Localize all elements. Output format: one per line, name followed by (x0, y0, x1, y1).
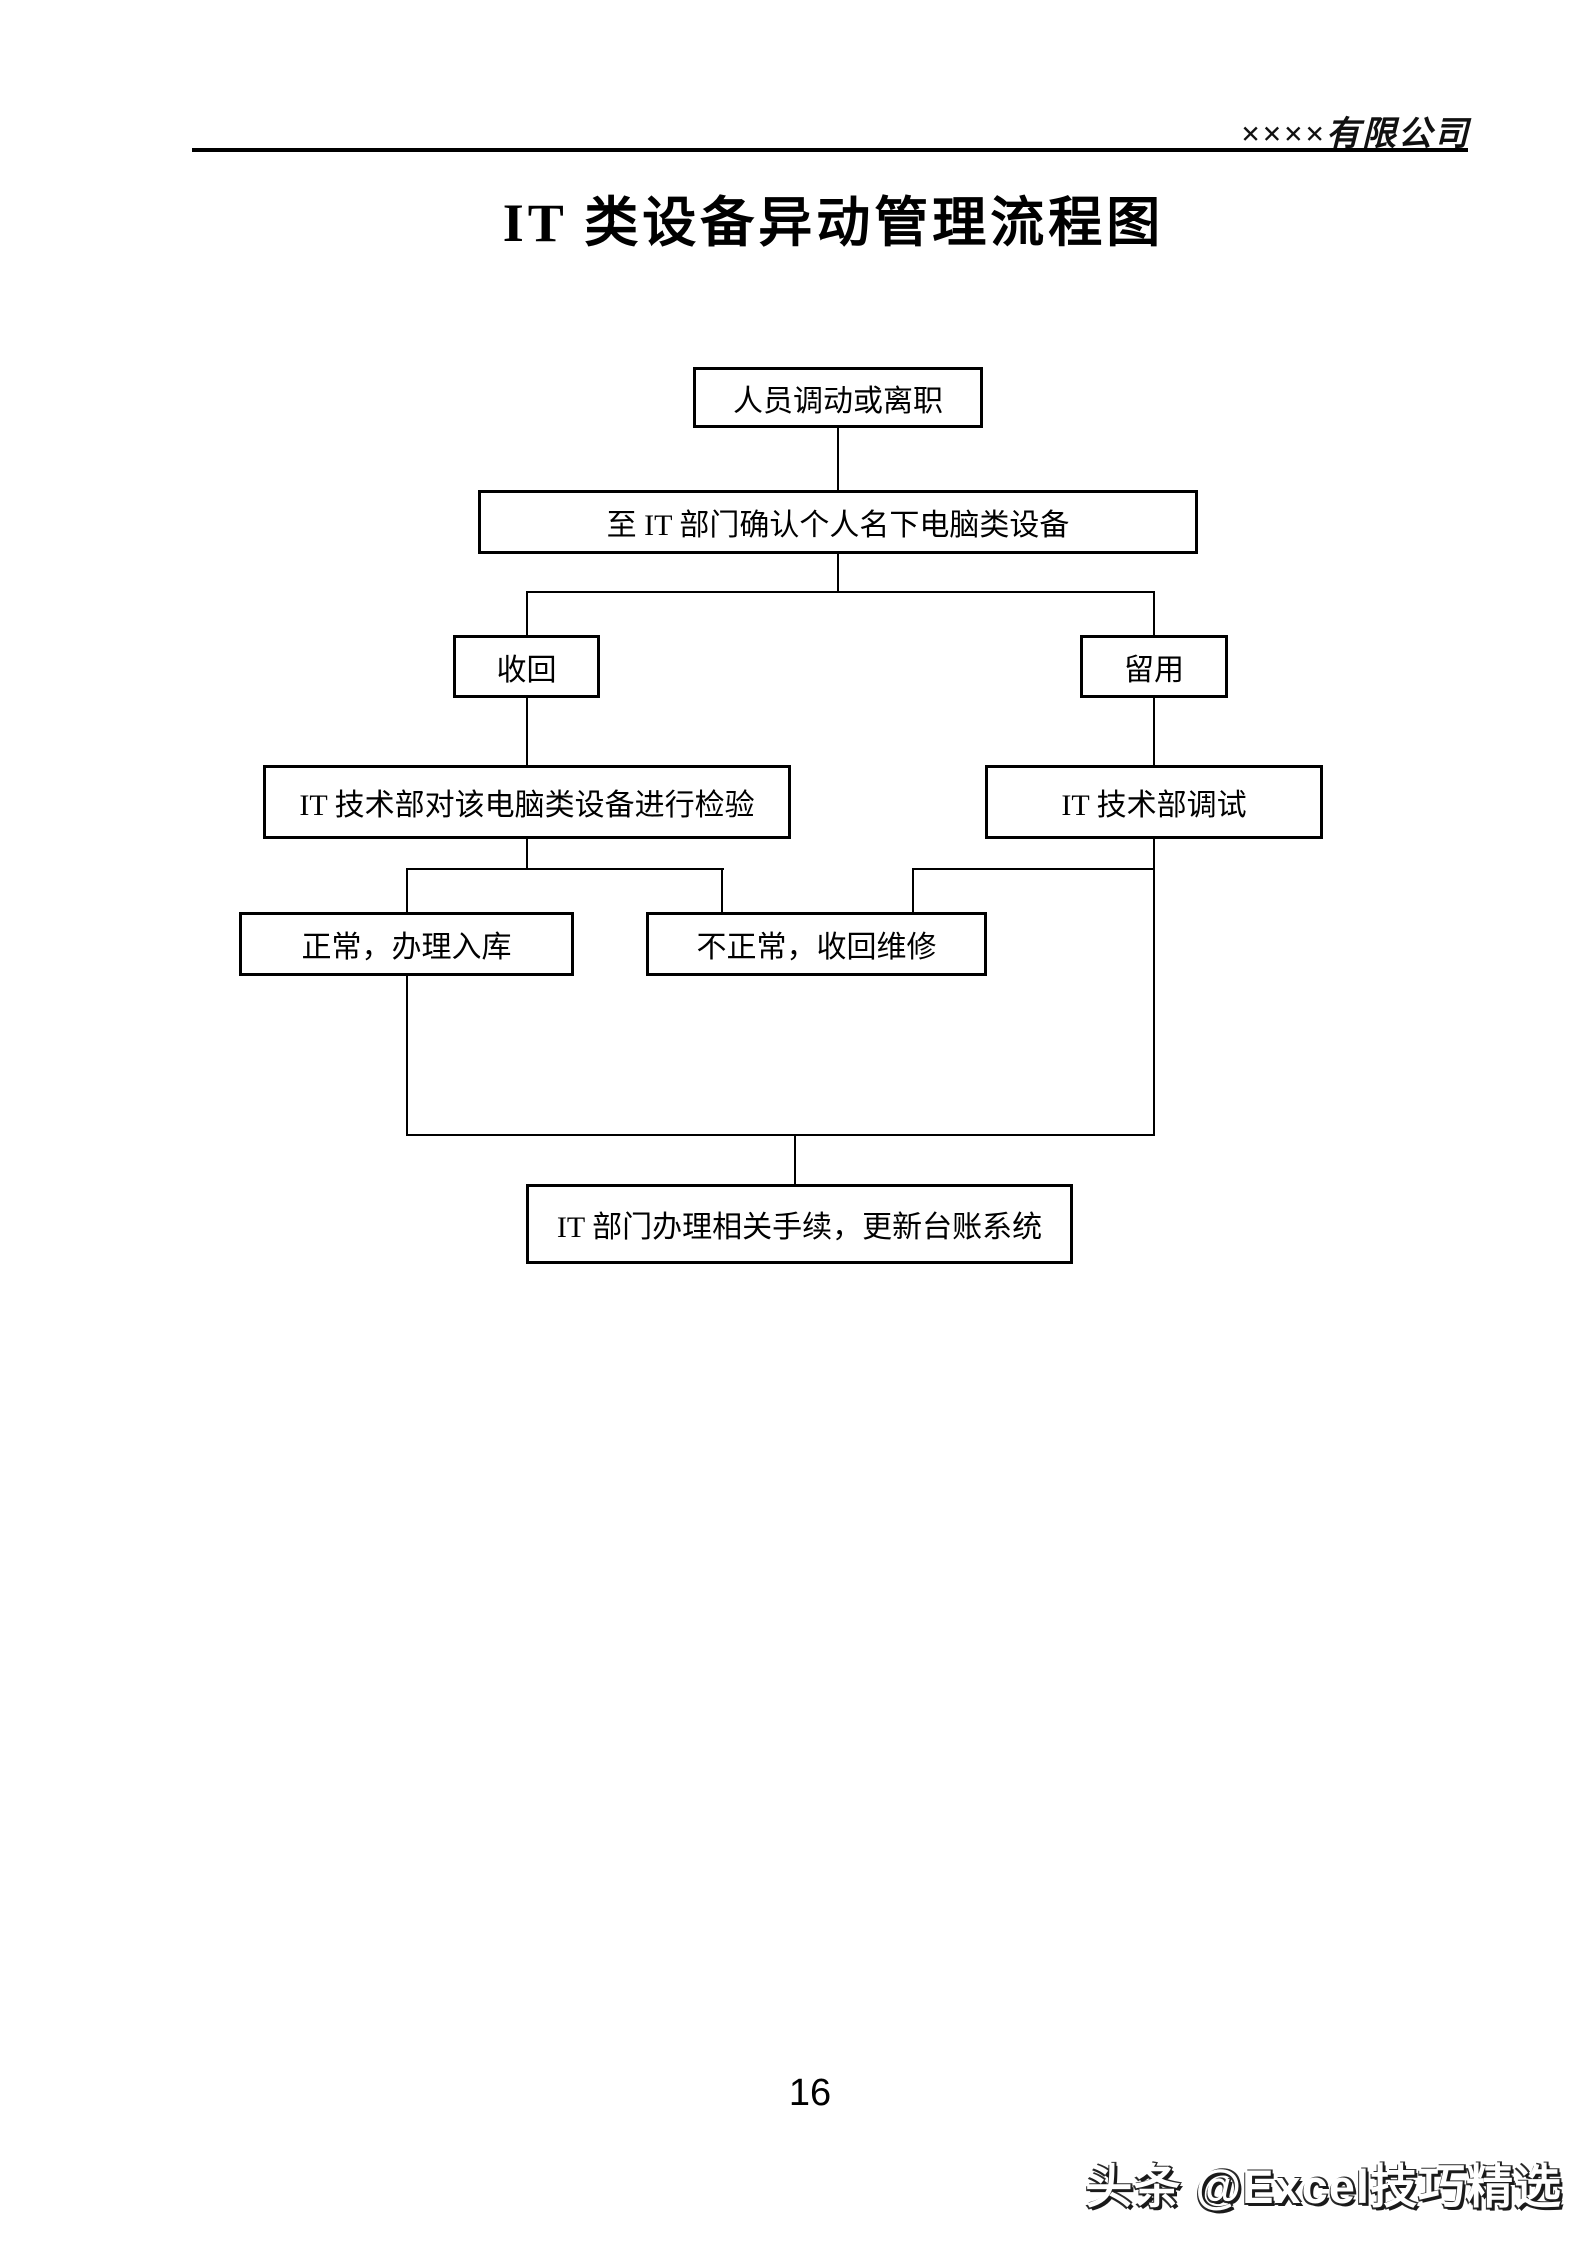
connector-line (526, 698, 528, 766)
connector-line (1153, 698, 1155, 766)
flow-node-inspect: IT 技术部对该电脑类设备进行检验 (263, 765, 791, 839)
connector-line (526, 839, 528, 870)
flow-node-debug: IT 技术部调试 (985, 765, 1323, 839)
flow-node-start: 人员调动或离职 (693, 367, 983, 428)
connector-line (721, 868, 723, 913)
watermark: 头条 @Excel技巧精选 (1085, 2160, 1562, 2213)
flow-node-abnormal: 不正常，收回维修 (646, 912, 987, 976)
flow-node-confirm: 至 IT 部门确认个人名下电脑类设备 (478, 490, 1198, 554)
header-rule (192, 148, 1468, 152)
connector-line (526, 591, 1155, 593)
page-title: IT 类设备异动管理流程图 (502, 193, 1165, 253)
page-number: 16 (788, 2072, 832, 2114)
connector-line (406, 1134, 1155, 1136)
flow-node-finish: IT 部门办理相关手续，更新台账系统 (526, 1184, 1073, 1264)
header-company-name: ××××有限公司 (1240, 116, 1470, 153)
connector-line (406, 976, 408, 1136)
connector-line (526, 591, 528, 636)
flow-node-recall: 收回 (453, 635, 600, 698)
connector-line (912, 868, 1155, 870)
flow-node-retain: 留用 (1080, 635, 1228, 698)
connector-line (794, 1134, 796, 1184)
connector-line (1153, 839, 1155, 1136)
connector-line (837, 427, 839, 491)
connector-line (406, 868, 724, 870)
connector-line (837, 553, 839, 593)
flow-node-normal: 正常，办理入库 (239, 912, 574, 976)
connector-line (406, 868, 408, 913)
connector-line (1153, 591, 1155, 636)
connector-line (912, 868, 914, 913)
